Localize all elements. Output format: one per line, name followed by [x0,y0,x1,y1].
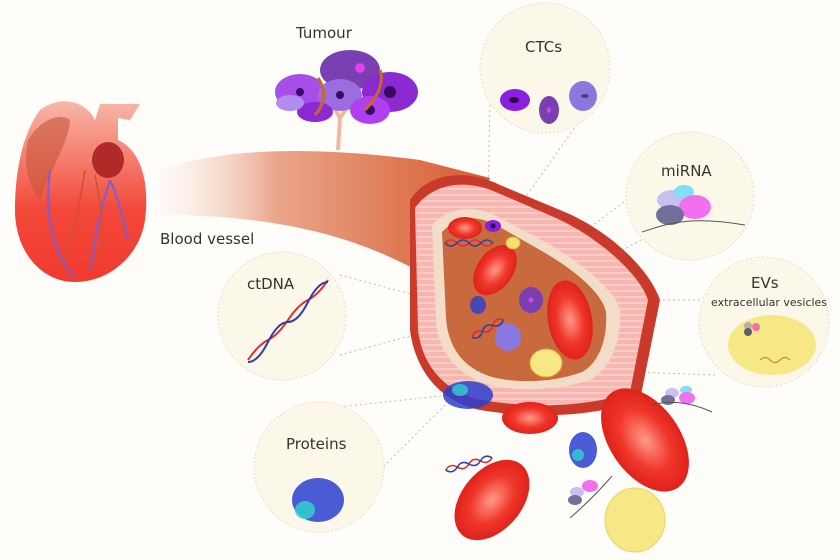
heart-icon [15,101,147,282]
ctc-cells-in-vessel [485,220,563,378]
mirna-free [568,386,713,519]
tumour-icon [275,50,418,124]
label-ctdna: ctDNA [247,275,295,293]
label-evs: EVs [751,274,779,292]
callout-ctcs [479,2,611,134]
label-ctcs: CTCs [525,38,563,56]
callout-mirna [625,131,755,261]
callout-ctdna [217,251,347,381]
callout-evs [698,256,830,388]
label-mirna: miRNA [661,162,712,180]
ev-free [604,487,666,553]
label-evs-subtitle: extracellular vesicles [711,296,828,309]
label-blood-vessel: Blood vessel [160,230,255,248]
label-tumour: Tumour [296,24,352,42]
callout-proteins [253,401,385,533]
blood-vessel [160,150,490,290]
red-blood-cells [448,217,689,541]
proteins-free [443,296,597,468]
dna-strands [444,239,504,473]
label-proteins: Proteins [286,435,347,453]
